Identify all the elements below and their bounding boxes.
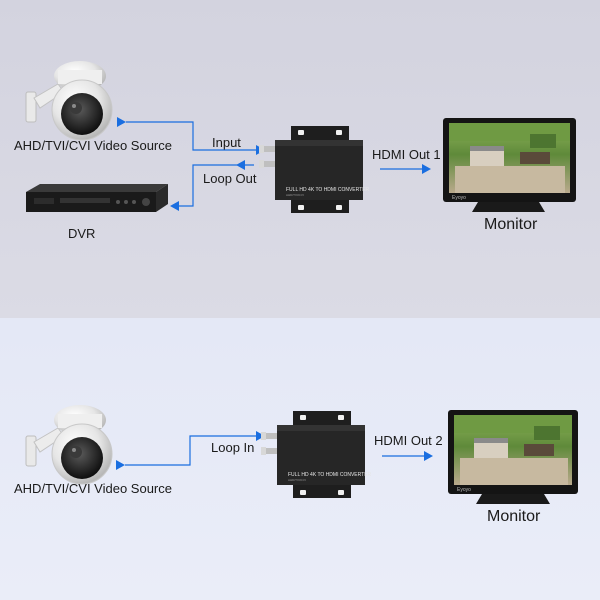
- loop-out-arrow-icon: [236, 160, 245, 170]
- dvr-arrow-icon: [170, 201, 179, 211]
- monitor-device-icon: Eyoyo: [448, 410, 578, 504]
- hdmi-out-label: HDMI Out 2: [374, 433, 443, 448]
- monitor-device-icon: Eyoyo: [443, 118, 576, 212]
- monitor-brand: Eyoyo: [457, 487, 471, 493]
- input-label: Input: [212, 135, 241, 150]
- loop-in-arrow-icon: [256, 431, 265, 441]
- converter-title: FULL HD 4K TO HDMI CONVERTER: [288, 472, 372, 478]
- converter-device-icon: FULL HD 4K TO HDMI CONVERTER AHD/TVI/CVI: [261, 411, 372, 498]
- ptz-camera-icon: [25, 405, 113, 485]
- dvr-device-icon: [26, 184, 168, 212]
- loop-out-wire: [179, 164, 254, 207]
- converter-sub: AHD/TVI/CVI: [288, 478, 306, 482]
- source-arrow-icon: [117, 117, 126, 127]
- hdmi-out-label: HDMI Out 1: [372, 147, 441, 162]
- hdmi-arrow-icon: [424, 451, 433, 461]
- monitor-brand: Eyoyo: [452, 195, 466, 201]
- loop-out-label: Loop Out: [203, 171, 257, 186]
- ptz-camera-icon: [25, 61, 113, 141]
- source-arrow-icon: [116, 460, 125, 470]
- loop-in-wire: [125, 435, 256, 466]
- converter-device-icon: FULL HD 4K TO HDMI CONVERTER AHD/TVI/CVI: [259, 126, 370, 213]
- video-source-label: AHD/TVI/CVI Video Source: [14, 138, 172, 153]
- monitor-label: Monitor: [484, 216, 538, 233]
- loop-in-label: Loop In: [211, 440, 255, 455]
- converter-title: FULL HD 4K TO HDMI CONVERTER: [286, 187, 370, 193]
- dvr-label: DVR: [68, 226, 96, 241]
- converter-sub: AHD/TVI/CVI: [286, 193, 304, 197]
- hdmi-arrow-icon: [422, 164, 431, 174]
- video-source-label: AHD/TVI/CVI Video Source: [14, 481, 172, 496]
- monitor-label: Monitor: [487, 508, 541, 525]
- input-wire: [126, 121, 256, 151]
